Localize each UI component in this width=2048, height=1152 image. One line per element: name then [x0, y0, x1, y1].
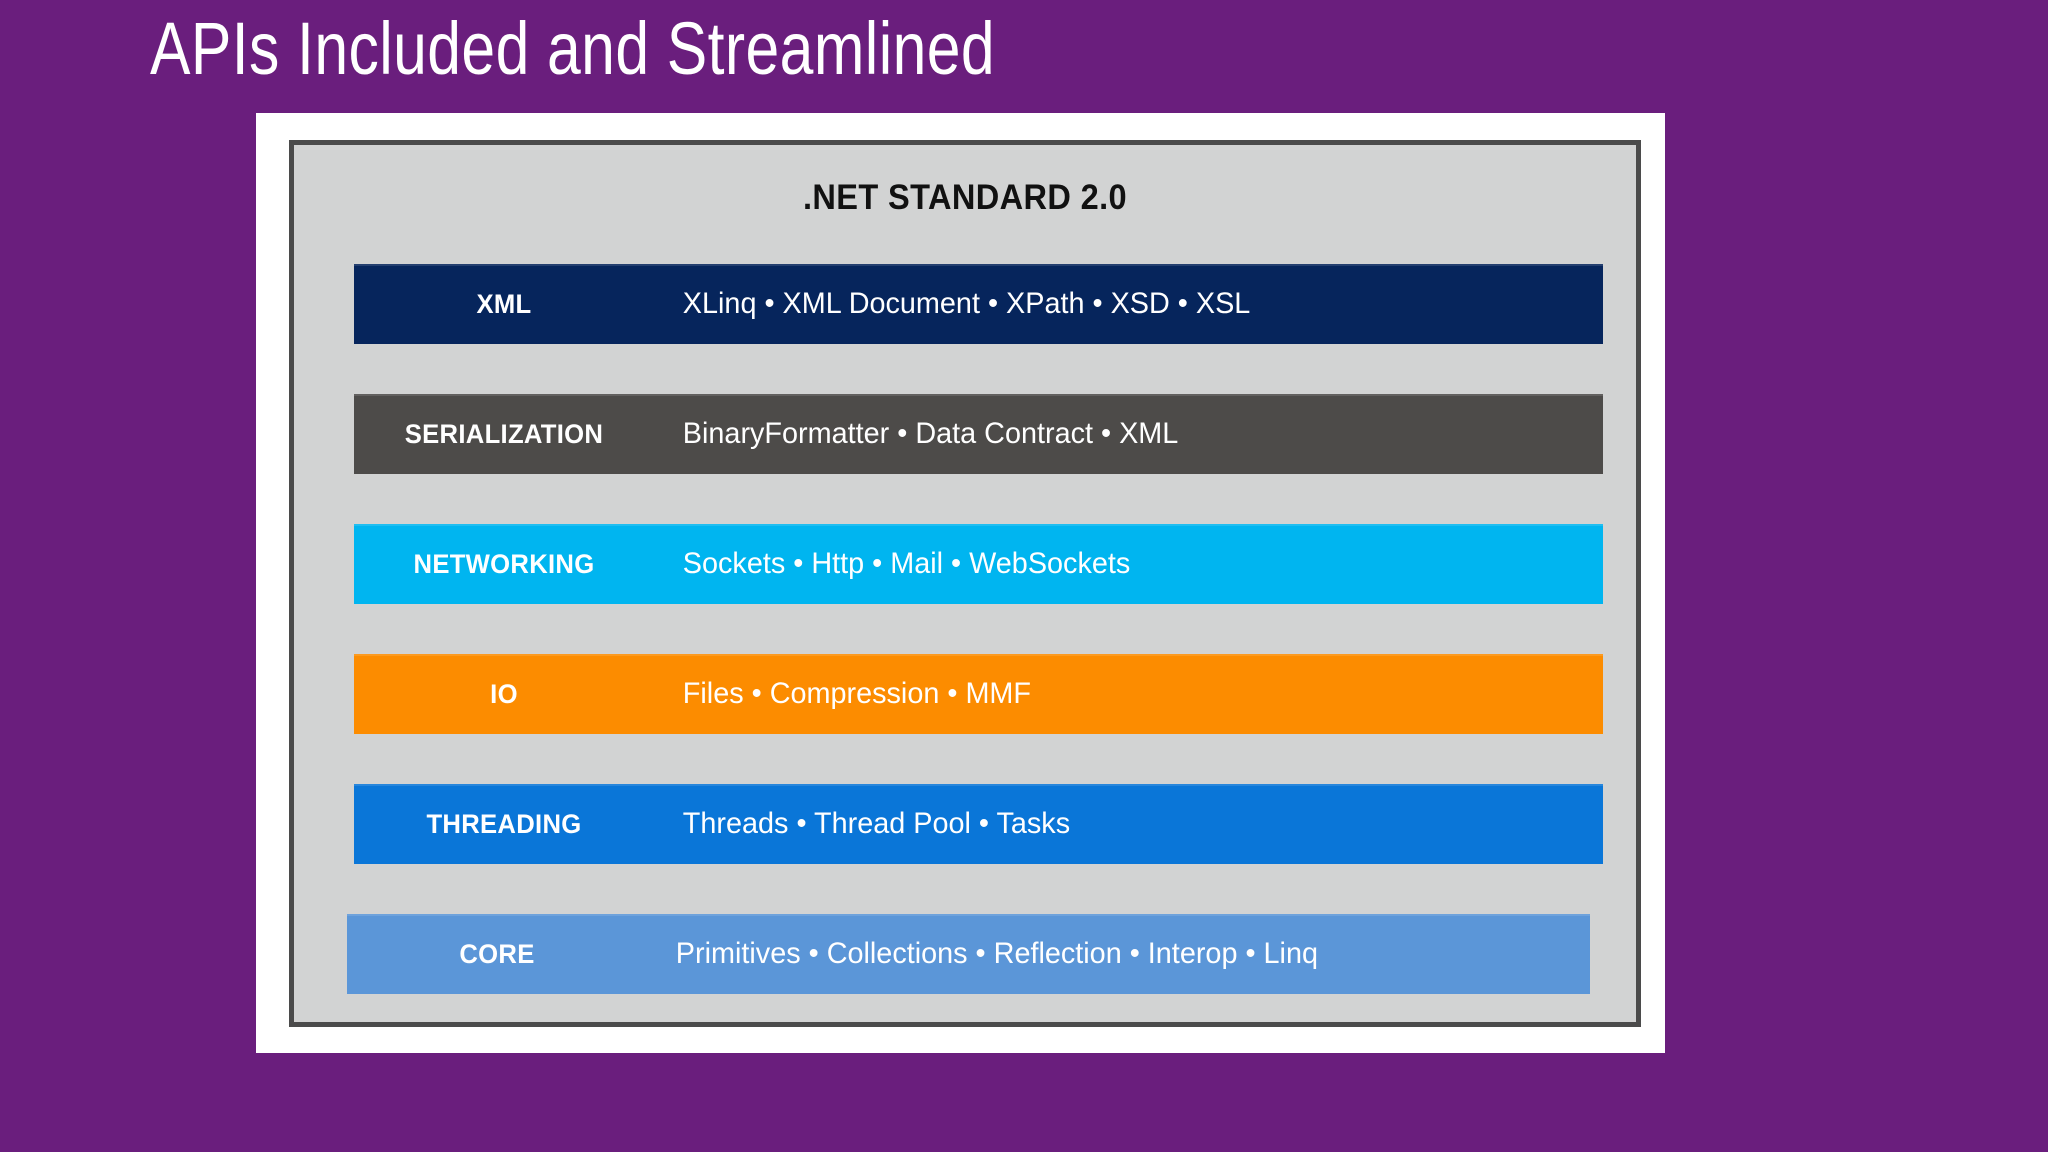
- api-row-label: IO: [490, 678, 518, 709]
- card-title: .NET STANDARD 2.0: [802, 178, 1128, 217]
- api-row-io: IO Files • Compression • MMF: [354, 654, 1603, 734]
- api-row-detail: Files • Compression • MMF: [682, 677, 1032, 710]
- api-row-label: THREADING: [426, 808, 582, 839]
- api-row-label: NETWORKING: [413, 548, 595, 579]
- api-row-detail: BinaryFormatter • Data Contract • XML: [682, 417, 1179, 450]
- api-row-threading: THREADING Threads • Thread Pool • Tasks: [354, 784, 1603, 864]
- api-row-label: CORE: [459, 938, 535, 969]
- dotnet-standard-card: .NET STANDARD 2.0 XML XLinq • XML Docume…: [289, 140, 1641, 1027]
- api-row-detail: Primitives • Collections • Reflection • …: [675, 937, 1318, 970]
- api-row-xml: XML XLinq • XML Document • XPath • XSD •…: [354, 264, 1603, 344]
- api-row-detail: Threads • Thread Pool • Tasks: [682, 807, 1071, 840]
- api-row-networking: NETWORKING Sockets • Http • Mail • WebSo…: [354, 524, 1603, 604]
- api-row-detail: XLinq • XML Document • XPath • XSD • XSL: [682, 287, 1251, 320]
- api-row-core: CORE Primitives • Collections • Reflecti…: [347, 914, 1590, 994]
- api-row-serialization: SERIALIZATION BinaryFormatter • Data Con…: [354, 394, 1603, 474]
- page-title: APIs Included and Streamlined: [150, 7, 996, 90]
- api-row-label: XML: [476, 288, 532, 319]
- api-row-label: SERIALIZATION: [404, 418, 604, 449]
- api-row-detail: Sockets • Http • Mail • WebSockets: [682, 547, 1131, 580]
- figure-frame: .NET STANDARD 2.0 XML XLinq • XML Docume…: [256, 113, 1665, 1053]
